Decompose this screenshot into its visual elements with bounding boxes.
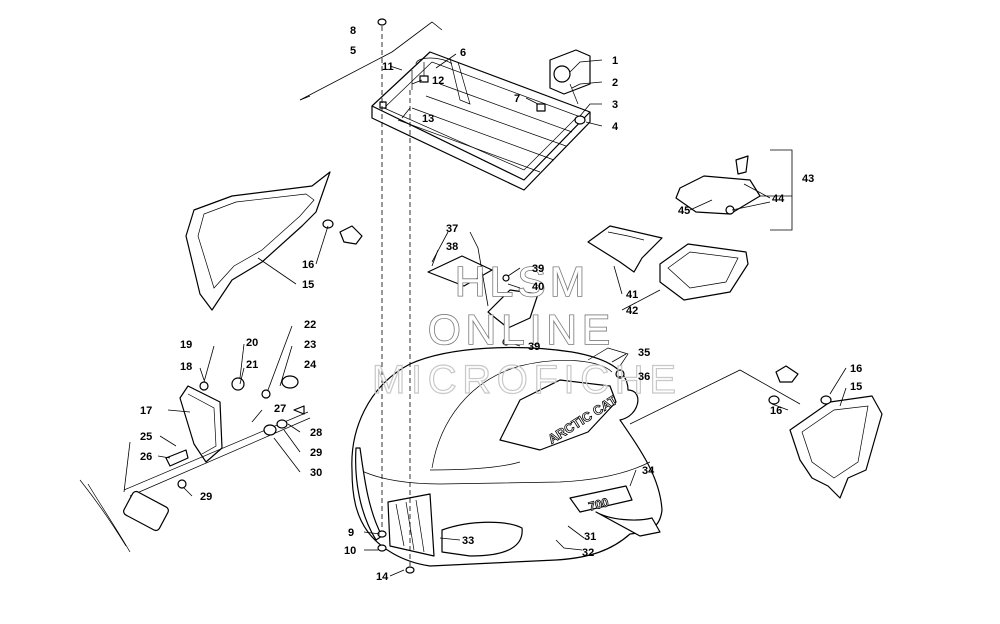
headlight-pod-assembly bbox=[79, 375, 311, 553]
callout-numbers: 1 2 3 4 5 6 7 8 9 10 11 12 13 14 15 16 1… bbox=[140, 25, 862, 583]
watermark-line-1: HLSM bbox=[455, 258, 585, 305]
callout-37: 37 bbox=[446, 223, 458, 235]
callout-24: 24 bbox=[304, 359, 317, 371]
callout-34: 34 bbox=[642, 465, 655, 477]
callout-5: 5 bbox=[350, 45, 356, 57]
callout-25: 25 bbox=[140, 431, 152, 443]
model-decal: 700 bbox=[587, 495, 610, 514]
fasteners bbox=[377, 18, 625, 574]
callout-42: 42 bbox=[626, 305, 638, 317]
callout-35: 35 bbox=[638, 347, 650, 359]
right-side-panel bbox=[768, 365, 883, 499]
callout-44: 44 bbox=[772, 193, 785, 205]
callout-17: 17 bbox=[140, 405, 152, 417]
callout-26: 26 bbox=[140, 451, 152, 463]
center-bracket-plate bbox=[427, 255, 539, 346]
callout-19: 19 bbox=[180, 339, 192, 351]
callout-28: 28 bbox=[310, 427, 322, 439]
callout-15: 15 bbox=[302, 279, 314, 291]
callout-3: 3 bbox=[612, 99, 618, 111]
callout-16-right: 16 bbox=[850, 363, 862, 375]
callout-16: 16 bbox=[302, 259, 314, 271]
callout-9: 9 bbox=[348, 527, 354, 539]
leader-lines bbox=[123, 53, 847, 577]
callout-38: 38 bbox=[446, 241, 458, 253]
callout-8: 8 bbox=[350, 25, 356, 37]
front-fender-body: ARCTIC CAT 700 bbox=[351, 346, 663, 567]
left-side-panel bbox=[185, 171, 363, 311]
callout-31: 31 bbox=[584, 531, 596, 543]
callout-16-right-lower: 16 bbox=[770, 405, 782, 417]
assembly-lines bbox=[299, 21, 801, 566]
callout-41: 41 bbox=[626, 289, 638, 301]
callout-45: 45 bbox=[678, 205, 690, 217]
callout-33: 33 bbox=[462, 535, 474, 547]
callout-39: 39 bbox=[532, 263, 544, 275]
callout-21: 21 bbox=[246, 359, 258, 371]
callout-15-right: 15 bbox=[850, 381, 862, 393]
callout-7: 7 bbox=[514, 93, 520, 105]
watermark-line-2: ONLINE bbox=[428, 306, 610, 353]
callout-4: 4 bbox=[612, 121, 619, 133]
callout-2: 2 bbox=[612, 77, 618, 89]
callout-27: 27 bbox=[274, 403, 286, 415]
callout-12: 12 bbox=[432, 75, 444, 87]
callout-11: 11 bbox=[382, 61, 394, 73]
callout-30: 30 bbox=[310, 467, 322, 479]
callout-14: 14 bbox=[376, 571, 389, 583]
callout-22: 22 bbox=[304, 319, 316, 331]
callout-10: 10 bbox=[344, 545, 356, 557]
callout-29: 29 bbox=[310, 447, 322, 459]
watermark-line-3: MICROFICHE bbox=[372, 358, 676, 402]
callout-39-lower: 39 bbox=[528, 341, 540, 353]
callout-20: 20 bbox=[246, 337, 258, 349]
callout-18: 18 bbox=[180, 361, 192, 373]
callout-36: 36 bbox=[638, 371, 650, 383]
front-rack bbox=[371, 51, 591, 191]
storage-compartment bbox=[587, 155, 761, 301]
callout-23: 23 bbox=[304, 339, 316, 351]
callout-29-lower: 29 bbox=[200, 491, 212, 503]
callout-13: 13 bbox=[422, 113, 434, 125]
callout-43: 43 bbox=[802, 173, 814, 185]
watermark: HLSM ONLINE MICROFICHE bbox=[371, 257, 676, 402]
callout-6: 6 bbox=[460, 47, 466, 59]
callout-32: 32 bbox=[582, 547, 594, 559]
callout-40: 40 bbox=[532, 281, 544, 293]
callout-1: 1 bbox=[612, 55, 618, 67]
